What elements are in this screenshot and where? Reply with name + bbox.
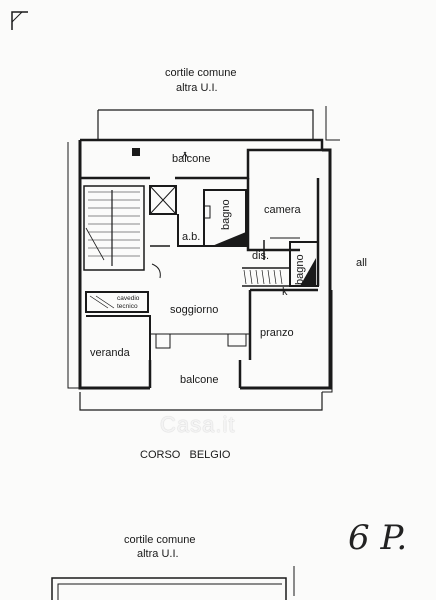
room-label-camera: camera	[264, 204, 301, 216]
small-fixture	[132, 148, 140, 156]
shower-tray-1	[212, 232, 246, 246]
stair-break-line	[85, 227, 105, 261]
room-label-balcone-bottom: balcone	[180, 374, 219, 386]
handwritten-floor-note: 6 P.	[348, 518, 408, 558]
stair-well	[83, 185, 145, 271]
lift-cross	[149, 185, 177, 215]
street-label: CORSO BELGIO	[140, 449, 231, 461]
casa-it-watermark: Casa.it	[160, 412, 236, 437]
room-label-soggiorno: soggiorno	[170, 304, 219, 316]
window-right	[227, 333, 247, 347]
top-courtyard-label: cortile comune	[165, 67, 237, 79]
bottom-other-unit-label: altra U.I.	[137, 548, 179, 560]
bottom-balcony-outline	[79, 392, 323, 411]
top-other-unit-label: altra U.I.	[176, 82, 218, 94]
room-label-tecnico: tecnico	[117, 303, 138, 310]
veranda-wall	[86, 315, 151, 388]
balcony-inner-wall	[80, 148, 322, 180]
outer-wall-right	[240, 148, 332, 390]
stair-treads	[88, 191, 140, 257]
room-label-ab: a.b.	[182, 231, 201, 243]
window-left	[155, 333, 171, 349]
corner-mark-diagonal	[11, 11, 23, 23]
bathroom-1-fixture	[204, 205, 211, 219]
corridor-wall	[177, 214, 204, 247]
bottom-courtyard-label: cortile comune	[124, 534, 196, 546]
left-boundary	[67, 142, 80, 389]
right-boundary	[322, 290, 333, 393]
fixture-mark	[181, 151, 189, 159]
outer-wall-top	[80, 138, 324, 150]
room-label-bagno-1: bagno	[220, 199, 232, 230]
room-label-bagno-2: bagno	[294, 254, 306, 285]
neighbour-wall	[325, 106, 340, 141]
kitchen-block	[242, 267, 291, 287]
room-label-dis: dis.	[252, 250, 270, 262]
top-balcony-outline	[97, 109, 314, 140]
bottom-building-outline	[51, 577, 287, 600]
kitchen-hatch	[243, 269, 283, 285]
cavedio-box	[85, 291, 149, 313]
shower-tray-2	[300, 258, 316, 286]
cavedio-hatch	[89, 295, 115, 309]
room-label-balcone-top: balcone	[172, 153, 211, 165]
corner-mark	[11, 11, 28, 30]
dining-walls	[248, 288, 318, 360]
bottom-building-inner	[57, 583, 282, 600]
bedroom-walls	[246, 178, 320, 286]
lift-shaft	[149, 185, 177, 215]
door-arc	[151, 263, 161, 279]
room-label-k: k	[282, 286, 288, 298]
outer-wall-left	[78, 140, 150, 390]
room-label-cavedio: cavedio	[117, 295, 140, 302]
room-label-pranzo: pranzo	[260, 327, 294, 339]
room-label-veranda: veranda	[90, 347, 130, 359]
right-side-label: all	[356, 257, 368, 269]
